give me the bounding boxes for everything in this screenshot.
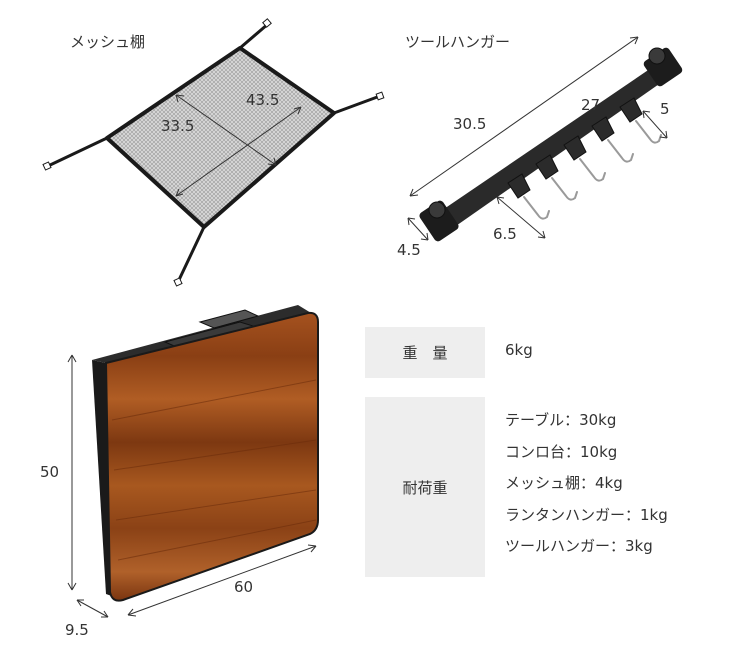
- tool-hanger-title: ツールハンガー: [405, 33, 511, 51]
- mesh-depth-dim: 33.5: [161, 117, 195, 135]
- hanger-hook-spacing: 6.5: [493, 225, 517, 243]
- load-label: 耐荷重: [402, 478, 448, 497]
- table-height-dim: 50: [40, 463, 60, 481]
- load-item-stove: コンロ台：10kg: [505, 442, 618, 461]
- mesh-width-dim: 43.5: [246, 91, 280, 109]
- load-label-box: 耐荷重: [365, 397, 485, 577]
- mesh-shelf-title: メッシュ棚: [70, 33, 146, 51]
- weight-label: 重 量: [402, 344, 448, 362]
- hanger-inner-length: 27: [581, 96, 601, 114]
- load-list: テーブル：30kg コンロ台：10kg メッシュ棚：4kg ランタンハンガー：1…: [505, 405, 668, 563]
- table-thickness-dim: 9.5: [65, 621, 89, 639]
- load-item-lantern: ランタンハンガー：1kg: [505, 505, 668, 524]
- load-item-table: テーブル：30kg: [505, 411, 617, 429]
- weight-label-box: 重 量: [365, 327, 485, 378]
- hanger-hook-depth: 5: [660, 100, 670, 118]
- weight-value: 6kg: [505, 341, 533, 359]
- load-item-tool: ツールハンガー：3kg: [505, 537, 653, 555]
- hanger-total-length: 30.5: [453, 115, 487, 133]
- load-item-mesh: メッシュ棚：4kg: [505, 474, 623, 492]
- table-width-dim: 60: [234, 578, 254, 596]
- hanger-end-width: 4.5: [397, 241, 421, 259]
